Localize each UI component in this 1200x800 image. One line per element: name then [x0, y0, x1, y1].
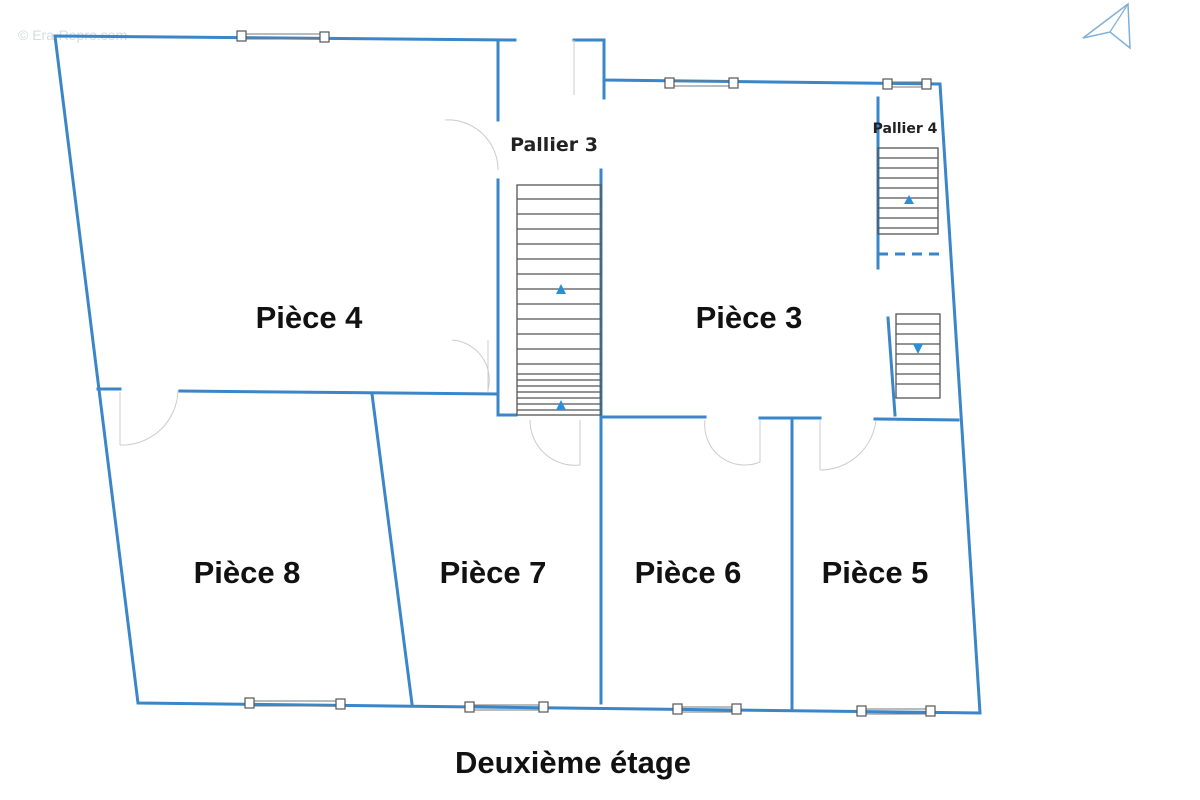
stair-direction-arrow-icon: [904, 195, 914, 204]
room-label-piece8: Pièce 8: [194, 555, 301, 590]
window: [664, 77, 739, 89]
pallier4-label: Pallier 4: [873, 121, 938, 137]
window: [672, 703, 742, 715]
room-label-piece7: Pièce 7: [440, 555, 547, 590]
window: [244, 697, 346, 710]
window: [464, 701, 549, 713]
pallier4-lower-staircase: [895, 313, 941, 399]
doors: [119, 40, 877, 471]
window: [856, 705, 936, 717]
main-staircase: [516, 184, 602, 416]
room-label-piece6: Pièce 6: [635, 555, 742, 590]
north-arrow-icon: [1082, 2, 1131, 50]
stair-direction-arrow-icon: [913, 344, 923, 354]
window: [882, 78, 932, 90]
room-label-piece4: Pièce 4: [256, 300, 364, 335]
stair-direction-arrow-icon: [556, 284, 566, 294]
windows: [236, 30, 936, 717]
stair-direction-arrow-icon: [556, 400, 566, 410]
room-label-piece5: Pièce 5: [822, 555, 929, 590]
floor-title: Deuxième étage: [455, 745, 691, 780]
pallier4-staircase: [877, 147, 939, 235]
room-label-piece3: Pièce 3: [696, 300, 803, 335]
walls: [53, 34, 982, 715]
window: [236, 30, 330, 43]
pallier3-label: Pallier 3: [510, 134, 598, 156]
